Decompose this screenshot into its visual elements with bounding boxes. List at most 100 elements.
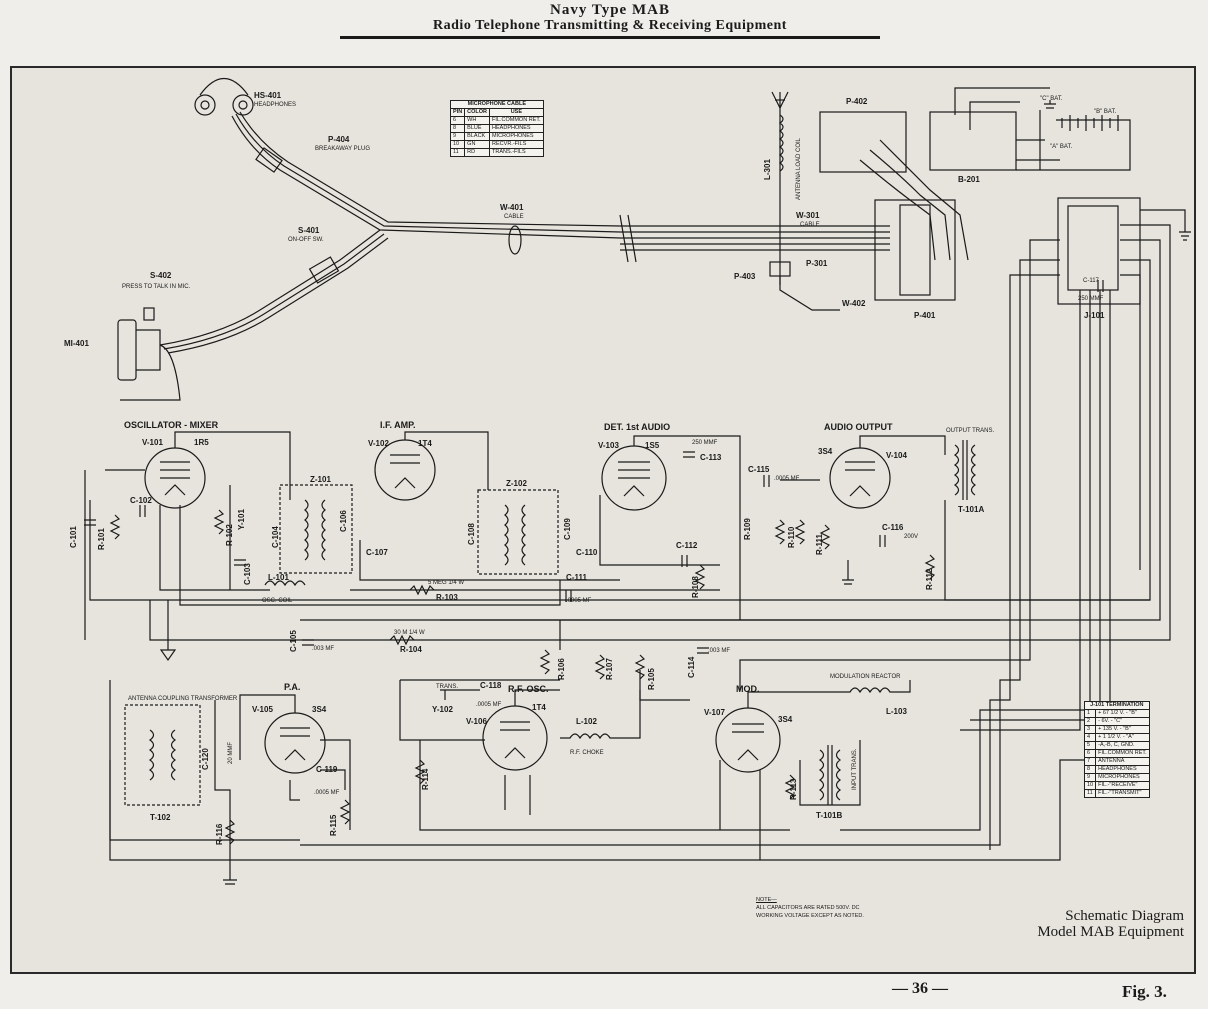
note-line-2: WORKING VOLTAGE EXCEPT AS NOTED. [756,913,864,919]
label-c116v: 200V [904,534,918,540]
label-det: DET. 1st AUDIO [604,422,670,432]
label-c119: C-119 [316,765,338,774]
label-mi401: MI-401 [64,339,89,348]
label-y101: Y-101 [237,509,246,530]
diagram-caption: Schematic Diagram Model MAB Equipment [1037,908,1184,940]
label-input-trans: INPUT TRANS. [852,748,858,790]
table-cell: 6 [449,116,466,125]
label-headphones: HEADPHONES [254,102,296,108]
label-r109: R-109 [743,518,752,540]
label-c102: C-102 [130,496,152,505]
label-cable: CABLE [504,214,524,220]
label-r107: R-107 [605,658,614,680]
label-v102-type: 1T4 [418,439,432,448]
label-w301: W-301 [796,211,820,220]
table-row: 2- 6V. - "C" [1083,717,1150,726]
label-if-amp: I.F. AMP. [380,420,416,430]
label-r110: R-110 [787,526,796,548]
label-c106: C-106 [339,510,348,532]
label-b-bat: "B" BAT. [1094,109,1116,115]
label-r116: R-116 [215,823,224,845]
label-v105-type: 3S4 [312,705,327,714]
label-v102: V-102 [368,439,389,448]
label-r104v: 30 M 1/4 W [394,630,425,636]
p401-connector [874,199,956,301]
j101-termination-table: J-101 TERMINATION 1+ 67 1/2 V. - "B" 2- … [1083,701,1150,798]
label-c111v: .0005 MF [566,598,592,604]
label-ant-coupling: ANTENNA COUPLING TRANSFORMER [128,696,238,702]
label-c104: C-104 [271,526,280,548]
table-cell: - 6V. - "C" [1095,717,1150,726]
label-t101b: T-101B [816,811,842,820]
tube-v101 [144,431,291,509]
label-r101: R-101 [97,528,106,550]
label-c111: C-111 [566,573,587,582]
label-cable2: CABLE [800,222,820,228]
label-c105: C-105 [289,630,298,652]
label-p402: P-402 [846,97,868,106]
table-cell: FIL.COMMON RET. [1095,749,1150,758]
label-c117v: 250 MMF [1078,296,1104,302]
tube-v102 [374,431,489,501]
label-r103: R-103 [436,593,458,602]
label-v107-type: 3S4 [778,715,793,724]
label-l101: L-101 [268,573,289,582]
label-c120v: 20 MMF [228,742,234,764]
table-cell: MICROPHONES [1095,773,1150,782]
table-cell: WH [464,116,491,125]
label-t102: T-102 [150,813,171,822]
table-cell: ANTENNA [1095,757,1150,766]
mic-table-header: COLOR [464,108,491,117]
page-number: — 36 — [892,980,948,997]
schematic-sheet [10,66,1196,974]
table-cell: -A,-B, C, GND. [1095,741,1150,750]
label-c114v: .003 MF [708,648,730,654]
table-cell: 11 [449,148,466,157]
label-ant-coil: ANTENNA LOAD COIL [796,137,802,200]
table-cell: 10 [449,140,466,149]
label-c103: C-103 [243,563,252,585]
j101-table-title: J-101 TERMINATION [1084,701,1150,710]
table-cell: + 1 1/2 V. - "A" [1095,733,1150,742]
label-t101a: T-101A [958,505,984,514]
upper-buses [84,469,1150,662]
label-s401: S-401 [298,226,320,235]
page-title: Navy Type MAB [550,2,670,18]
table-row: 1+ 67 1/2 V. - "B" [1083,709,1150,718]
label-r114: R-114 [421,768,430,790]
label-b201: B-201 [958,175,980,184]
table-cell: + 67 1/2 V. - "B" [1095,709,1150,718]
label-c115v: .0005 MF [774,476,800,482]
tube-v106 [399,680,560,771]
if-transformer-z102 [477,489,559,575]
table-cell: 5 [1083,741,1097,750]
label-onoff: ON-OFF SW. [288,237,324,243]
label-v106-type: 1T4 [532,703,546,712]
label-c107: C-107 [366,548,388,557]
label-c108: C-108 [467,523,476,545]
rf-choke-l102 [560,690,641,740]
label-l102: L-102 [576,717,597,726]
table-cell: 8 [449,124,466,133]
table-cell: GN [464,140,491,149]
label-breakaway: BREAKAWAY PLUG [315,146,370,152]
label-c109: C-109 [563,518,572,540]
microphone-symbol [117,307,181,401]
label-pa: P.A. [284,682,300,692]
label-r105: R-105 [647,668,656,690]
mic-table-title: MICROPHONE CABLE [450,100,544,109]
table-cell: FIL.-"TRANSMIT" [1095,789,1150,798]
table-cell: 4 [1083,733,1097,742]
mic-cable [159,229,389,354]
headphone-cable [231,111,621,239]
label-c118v: .0005 MF [476,702,502,708]
note-line-1: ALL CAPACITORS ARE RATED 500V. DC [756,905,860,911]
label-c115: C-115 [748,465,770,474]
